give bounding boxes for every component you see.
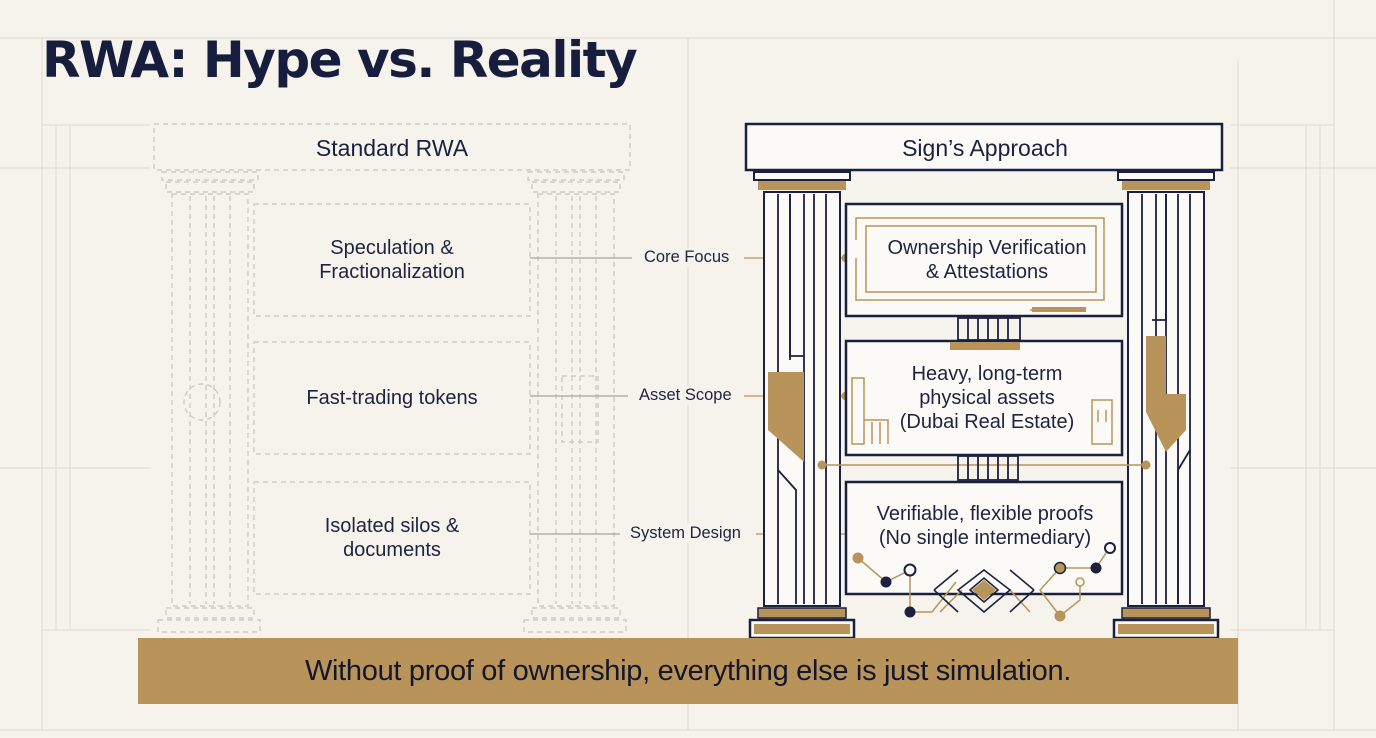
standard-system-design-line1: Isolated silos & bbox=[324, 515, 460, 537]
standard-core-focus-line2: Fractionalization bbox=[319, 261, 465, 283]
standard-rwa-header: Standard RWA bbox=[315, 135, 469, 161]
left-column bbox=[748, 171, 856, 640]
standard-temple-sketch bbox=[153, 123, 631, 633]
standard-asset-scope: Fast-trading tokens bbox=[254, 342, 530, 454]
circuit-nodes bbox=[817, 460, 1151, 470]
sign-system-design: Verifiable, flexible proofs(No single in… bbox=[850, 500, 1120, 552]
sign-core-focus-line1: Ownership Verification bbox=[887, 237, 1087, 259]
sign-system-design-line1: Verifiable, flexible proofs bbox=[876, 503, 1094, 525]
sign-core-focus-line2: & Attestations bbox=[925, 261, 1049, 283]
sign-asset-scope-line2: physical assets bbox=[919, 387, 1055, 409]
sign-asset-scope-line1: Heavy, long-term bbox=[911, 363, 1063, 385]
sign-asset-scope-line3: (Dubai Real Estate) bbox=[899, 411, 1075, 433]
sign-box-system-design bbox=[844, 480, 1124, 596]
page-title: RWA: Hype vs. Reality bbox=[42, 31, 638, 89]
row-label-core-focus: Core Focus bbox=[638, 248, 736, 267]
standard-core-focus-line1: Speculation & bbox=[330, 237, 454, 259]
standard-core-focus: Speculation &Fractionalization bbox=[254, 204, 530, 316]
right-column bbox=[1112, 171, 1220, 640]
box-connectors bbox=[957, 317, 1021, 481]
standard-system-design: Isolated silos &documents bbox=[254, 482, 530, 594]
row-label-system-design: System Design bbox=[624, 524, 747, 543]
sign-system-design-line2: (No single intermediary) bbox=[878, 527, 1092, 549]
sign-core-focus: Ownership Verification& Attestations bbox=[860, 208, 1114, 312]
sign-box-asset-scope bbox=[844, 339, 1124, 457]
row-label-asset-scope: Asset Scope bbox=[633, 386, 738, 405]
footer-quote: Without proof of ownership, everything e… bbox=[304, 654, 1072, 687]
footer-banner: Without proof of ownership, everything e… bbox=[138, 638, 1238, 704]
signs-approach-header: Sign’s Approach bbox=[902, 135, 1068, 161]
sign-temple bbox=[744, 122, 1224, 640]
sign-box-core-focus bbox=[844, 202, 1124, 318]
network-graph bbox=[852, 542, 1116, 622]
standard-system-design-line2: documents bbox=[343, 539, 441, 561]
standard-asset-scope-line1: Fast-trading tokens bbox=[306, 387, 478, 409]
